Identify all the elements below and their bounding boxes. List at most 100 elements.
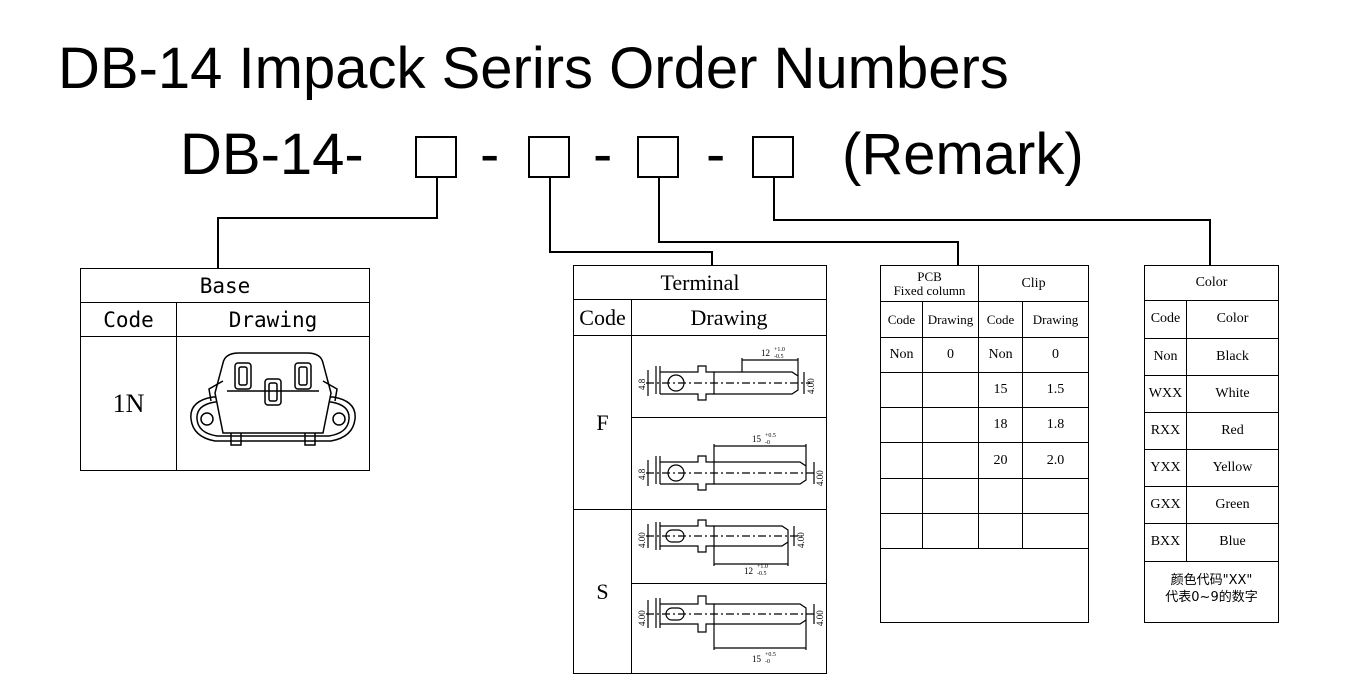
pcb-drawing-cell (921, 442, 980, 479)
tol-top: +0.5 (765, 433, 776, 439)
base-col-code: Code (80, 302, 177, 337)
clip-col-code: Code (978, 301, 1024, 339)
base-col-drawing: Drawing (175, 302, 371, 337)
terminal-leader-line (549, 178, 713, 265)
terminal-col-code: Code (573, 299, 632, 336)
pcb-col-drawing: Drawing (921, 301, 980, 339)
clip-code-cell (978, 512, 1024, 549)
pcb-col-code: Code (880, 301, 923, 339)
color-name-cell: White (1185, 374, 1280, 413)
color-code-cell: WXX (1144, 374, 1187, 413)
pcb-header: PCB Fixed column (879, 264, 980, 303)
terminal-code-s: S (573, 509, 632, 674)
pcb-code-cell: Non (880, 337, 923, 374)
clip-code-cell: 18 (978, 407, 1024, 444)
tol-bottom: -0.5 (757, 571, 767, 577)
tol-nominal: 12 (744, 566, 753, 576)
terminal-s-drawing-2: 15 +0.5 -0 4.00 4.00 (637, 595, 825, 665)
base-header: Base (79, 268, 371, 303)
pcb-clip-code-box (637, 136, 679, 178)
pcb-drawing-cell (921, 512, 980, 549)
base-table: Base Code Drawing 1N (79, 268, 371, 471)
color-note: 颜色代码"XX" 代表0~9的数字 (1143, 560, 1280, 624)
color-header: Color (1143, 265, 1280, 301)
terminal-f-drawing-2: 15 +0.5 -0 4.8 4.00 (637, 433, 825, 491)
pcb-clip-table: PCB Fixed column Clip Code Drawing Code … (879, 264, 1090, 624)
pcb-drawing-cell: 0 (921, 337, 980, 374)
terminal-table: Terminal Code Drawing F 12 +1.0 -0.5 (572, 265, 828, 674)
color-name-cell: Red (1185, 411, 1280, 450)
terminal-col-drawing: Drawing (630, 299, 828, 336)
base-connector-drawing (190, 352, 356, 446)
pcb-header-line2: Fixed column (893, 282, 966, 298)
color-code-cell: GXX (1144, 485, 1187, 524)
pcb-code-cell (880, 442, 923, 479)
color-name-cell: Yellow (1185, 448, 1280, 487)
part-separator: - (593, 122, 613, 187)
clip-header: Clip (978, 264, 1090, 303)
pcb-code-cell (880, 407, 923, 444)
color-code-box (752, 136, 794, 178)
pcb-drawing-cell (921, 477, 980, 514)
color-col-code: Code (1144, 299, 1187, 339)
terminal-f-drawing-1: 12 +1.0 -0.5 4.8 4.00 (637, 347, 816, 401)
terminal-code-box (528, 136, 570, 178)
color-code-cell: Non (1144, 337, 1187, 376)
color-note-line2: 代表0~9的数字 (1165, 589, 1258, 605)
clip-code-cell: 20 (978, 442, 1024, 479)
part-prefix: DB-14- (180, 122, 364, 187)
base-code-1n: 1N (80, 336, 177, 471)
tol-top: +1.0 (757, 564, 768, 570)
tol-nominal: 15 (752, 654, 762, 664)
dim-right: 4.00 (796, 532, 806, 548)
terminal-s-drawing-1: 12 +1.0 -0.5 4.00 4.00 (637, 519, 806, 577)
tol-nominal: 12 (761, 348, 770, 358)
clip-code-cell (978, 477, 1024, 514)
pcb-code-cell (880, 512, 923, 549)
tol-top: +1.0 (774, 347, 785, 353)
tol-top: +0.5 (765, 652, 776, 658)
color-code-cell: RXX (1144, 411, 1187, 450)
clip-drawing-cell (1022, 477, 1090, 514)
dim-right: 4.00 (815, 470, 824, 486)
base-leader-line (217, 178, 438, 268)
terminal-f-drawing-2-cell: 15 +0.5 -0 4.8 4.00 (630, 417, 828, 510)
clip-code-cell: 15 (978, 372, 1024, 409)
pcb-code-cell (880, 372, 923, 409)
base-drawing-cell (175, 336, 371, 471)
color-name-cell: Green (1185, 485, 1280, 524)
pcb-drawing-cell (921, 407, 980, 444)
tol-bottom: -0 (765, 659, 770, 665)
color-code-cell: BXX (1144, 522, 1187, 562)
dim-left: 4.00 (637, 610, 647, 626)
terminal-header: Terminal (572, 265, 828, 300)
terminal-code-f: F (573, 335, 632, 510)
clip-drawing-cell (1022, 512, 1090, 549)
part-separator: - (706, 122, 726, 187)
clip-col-drawing: Drawing (1022, 301, 1090, 339)
color-table: Color Code Color Non Black WXX White RXX… (1143, 265, 1280, 624)
dim-left: 4.8 (637, 468, 647, 480)
clip-drawing-cell: 2.0 (1022, 442, 1090, 479)
part-separator: - (480, 122, 500, 187)
part-remark: (Remark) (842, 122, 1084, 187)
dim-left: 4.8 (637, 378, 647, 390)
color-code-cell: YXX (1144, 448, 1187, 487)
page-title: DB-14 Impack Serirs Order Numbers (58, 36, 1009, 101)
pcb-clip-leader-line (658, 178, 959, 265)
pcb-clip-blank-row (879, 547, 1090, 624)
pcb-drawing-cell (921, 372, 980, 409)
color-col-color: Color (1185, 299, 1280, 339)
color-name-cell: Blue (1185, 522, 1280, 562)
color-name-cell: Black (1185, 337, 1280, 376)
dim-left: 4.00 (637, 532, 647, 548)
pcb-code-cell (880, 477, 923, 514)
clip-code-cell: Non (978, 337, 1024, 374)
color-note-line1: 颜色代码"XX" (1170, 572, 1253, 588)
color-leader-line (773, 178, 1211, 265)
dim-right: 4.00 (806, 378, 816, 394)
pcb-header-line1: PCB (917, 268, 942, 284)
clip-drawing-cell: 1.8 (1022, 407, 1090, 444)
terminal-f-drawing-1-cell: 12 +1.0 -0.5 4.8 4.00 (630, 335, 828, 418)
